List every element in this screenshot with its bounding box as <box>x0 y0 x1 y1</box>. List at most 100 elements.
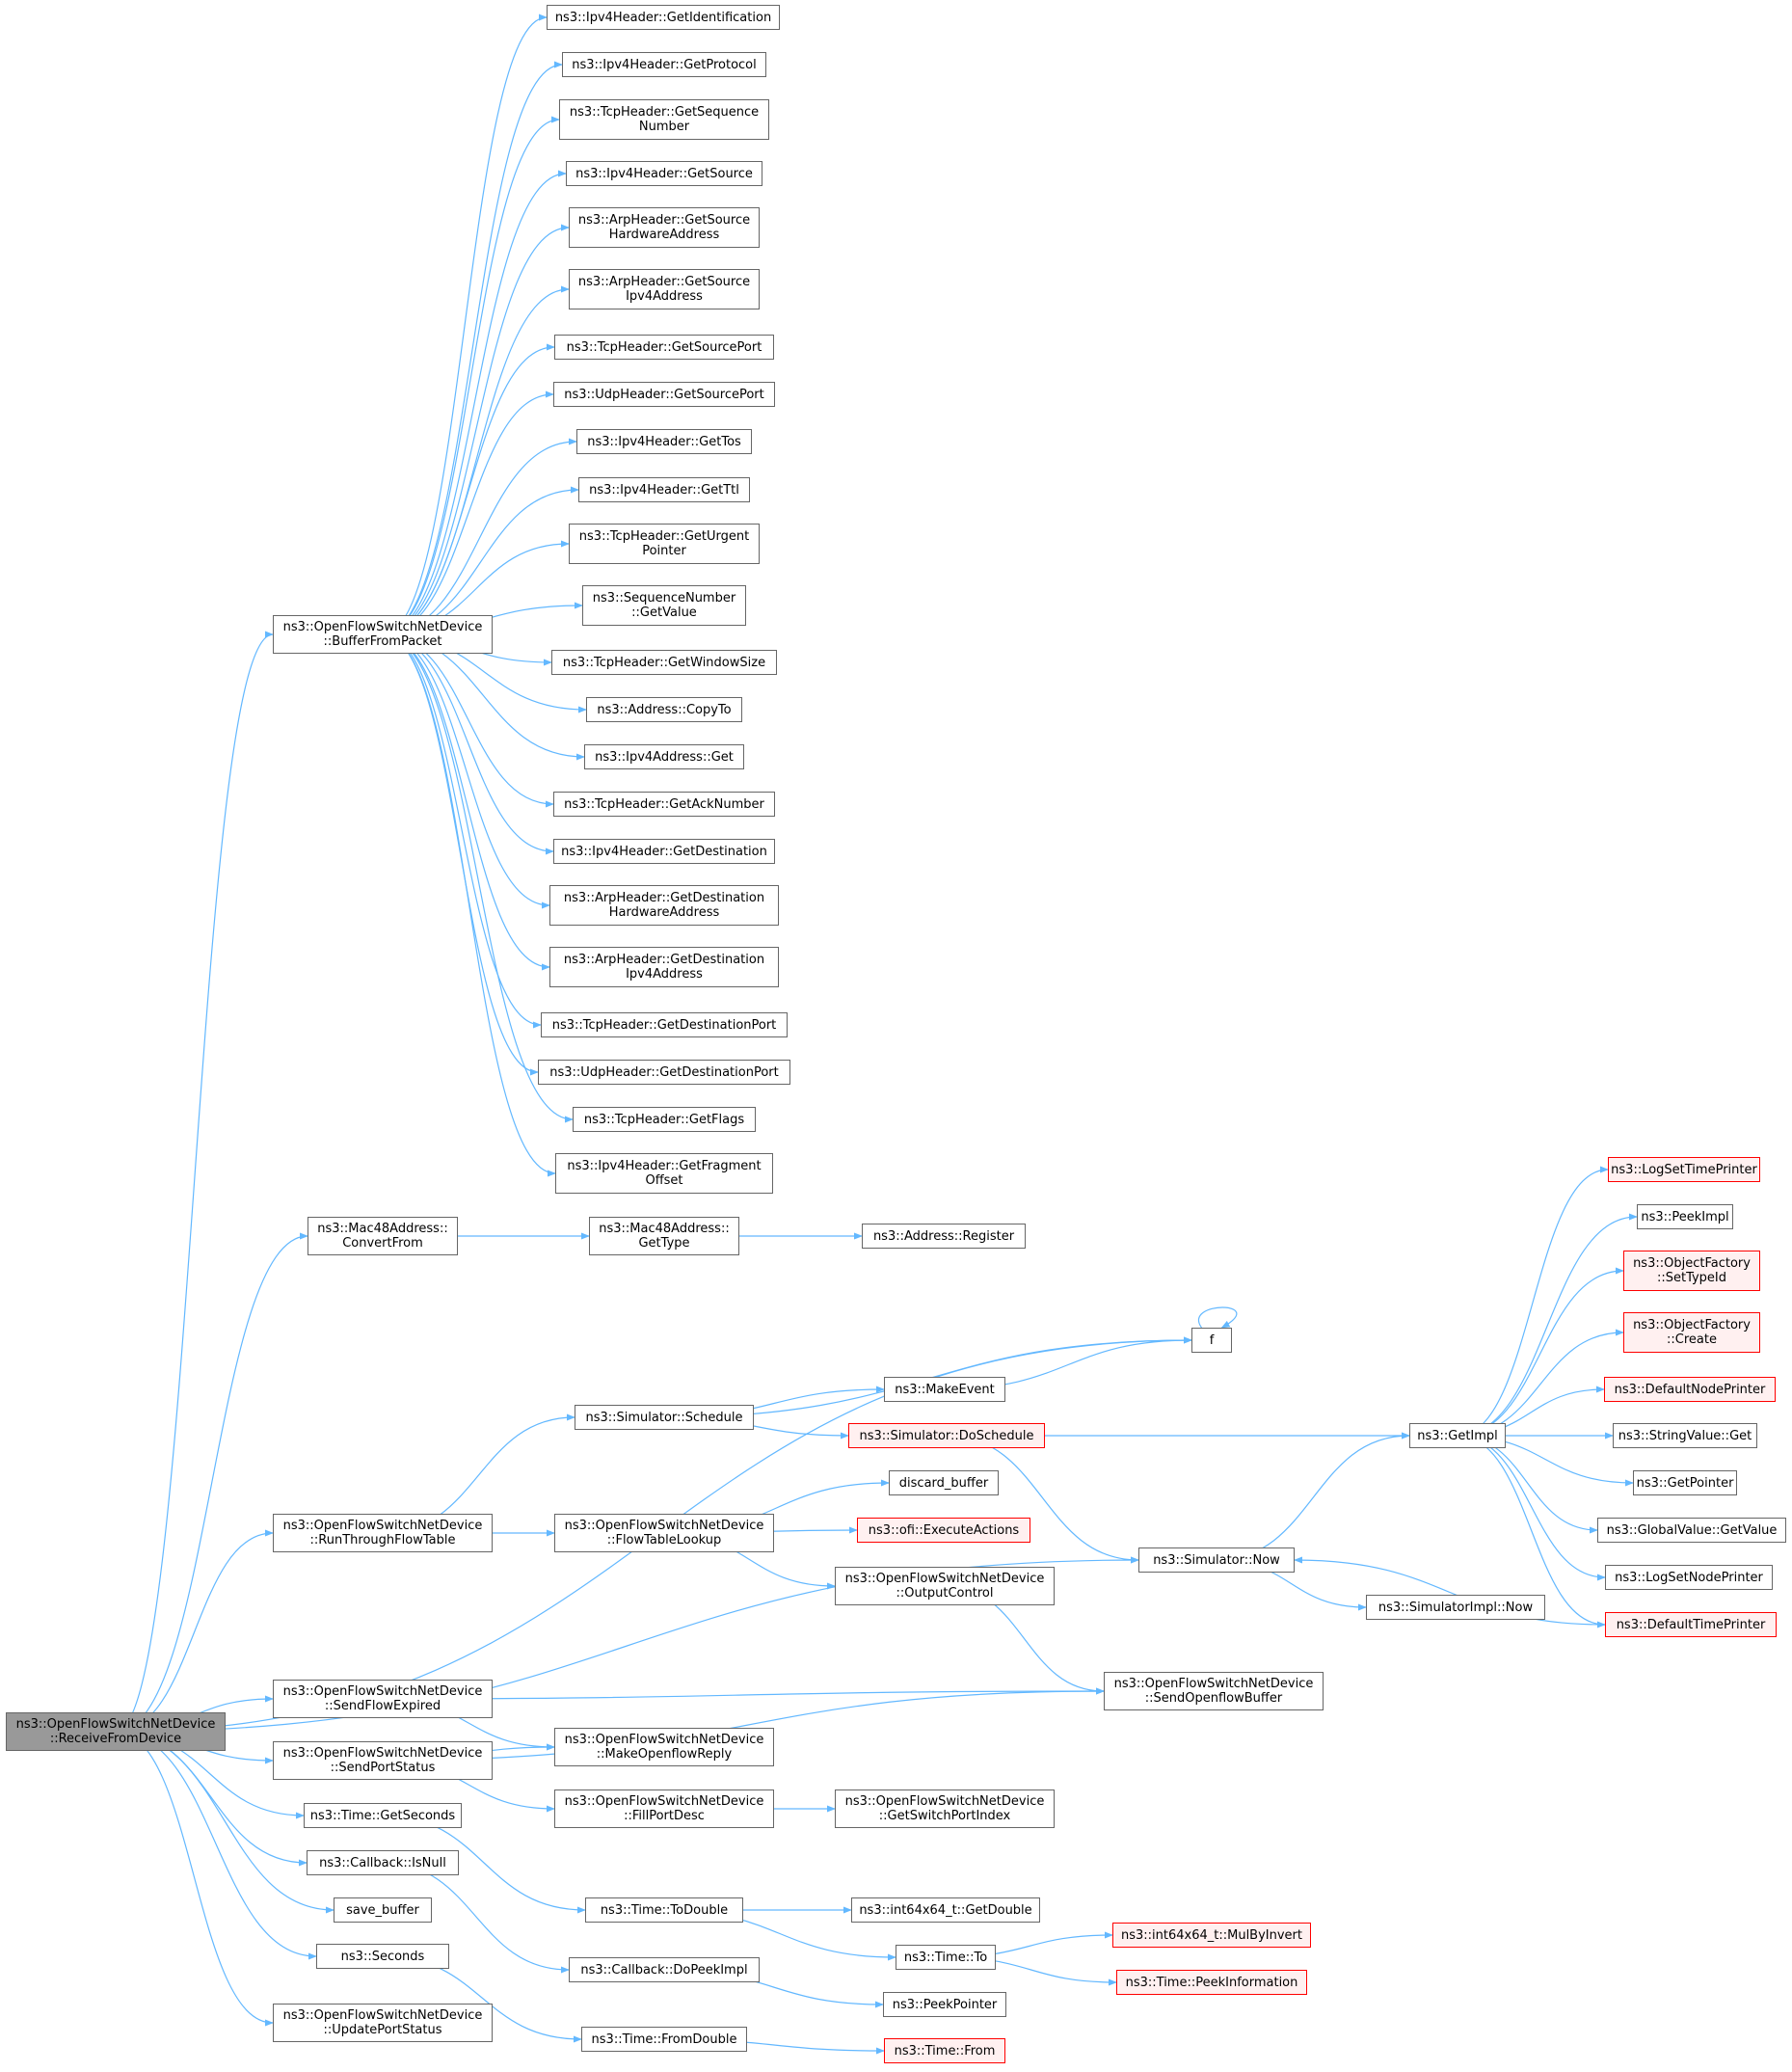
graph-node-discard[interactable]: discard_buffer <box>889 1470 999 1495</box>
graph-node-peekinfo[interactable]: ns3::Time::PeekInformation <box>1116 1970 1307 1995</box>
graph-node-label: ns3::OpenFlowSwitchNetDevice <box>282 1746 483 1761</box>
graph-node-ofcreate[interactable]: ns3::ObjectFactory::Create <box>1623 1312 1760 1353</box>
graph-node-seconds[interactable]: ns3::Seconds <box>316 1944 449 1969</box>
graph-node-ofsettype[interactable]: ns3::ObjectFactory::SetTypeId <box>1623 1251 1760 1291</box>
graph-node-timefrom[interactable]: ns3::Time::From <box>884 2038 1005 2063</box>
graph-node-logsetnp[interactable]: ns3::LogSetNodePrinter <box>1605 1565 1773 1590</box>
graph-node-label: ns3::TcpHeader::GetDestinationPort <box>551 1017 777 1033</box>
graph-node-sendofb[interactable]: ns3::OpenFlowSwitchNetDevice::SendOpenfl… <box>1104 1672 1324 1710</box>
graph-node-gettype[interactable]: ns3::Mac48Address::GetType <box>589 1217 739 1255</box>
call-edge-bfp-to-gettos <box>382 438 577 635</box>
graph-node-gettos[interactable]: ns3::Ipv4Header::GetTos <box>576 429 752 454</box>
graph-node-isnull[interactable]: ns3::Callback::IsNull <box>307 1850 459 1875</box>
graph-node-schedule[interactable]: ns3::Simulator::Schedule <box>575 1405 754 1430</box>
graph-node-label: ns3::TcpHeader::GetUrgent <box>578 529 750 544</box>
graph-node-convfrom[interactable]: ns3::Mac48Address::ConvertFrom <box>308 1217 458 1255</box>
graph-node-label: ns3::Time::FromDouble <box>591 2032 737 2047</box>
graph-node-label: ::SendFlowExpired <box>324 1699 441 1713</box>
graph-node-sendps[interactable]: ns3::OpenFlowSwitchNetDevice::SendPortSt… <box>273 1741 493 1780</box>
graph-node-fromdouble[interactable]: ns3::Time::FromDouble <box>581 2027 747 2052</box>
graph-node-sendfe[interactable]: ns3::OpenFlowSwitchNetDevice::SendFlowEx… <box>273 1680 493 1718</box>
graph-node-label: ns3::OpenFlowSwitchNetDevice <box>282 2008 483 2023</box>
graph-node-udpsrcport[interactable]: ns3::UdpHeader::GetSourcePort <box>553 382 775 407</box>
graph-node-label: ns3::Callback::DoPeekImpl <box>580 1962 748 1978</box>
graph-node-label: ::GetValue <box>631 605 697 620</box>
graph-node-todouble[interactable]: ns3::Time::ToDouble <box>585 1897 743 1923</box>
graph-node-label: ::BufferFromPacket <box>323 634 442 649</box>
graph-node-label: ns3::int64x64_t::MulByInvert <box>1120 1927 1302 1943</box>
graph-node-updps[interactable]: ns3::OpenFlowSwitchNetDevice::UpdatePort… <box>273 2004 493 2042</box>
graph-node-ftl[interactable]: ns3::OpenFlowSwitchNetDevice::FlowTableL… <box>554 1514 774 1552</box>
graph-node-bfp[interactable]: ns3::OpenFlowSwitchNetDevice::BufferFrom… <box>273 615 493 654</box>
graph-node-label: ns3::TcpHeader::GetWindowSize <box>562 655 766 670</box>
graph-node-outctrl[interactable]: ns3::OpenFlowSwitchNetDevice::OutputCont… <box>835 1567 1055 1605</box>
graph-node-peekimpl[interactable]: ns3::PeekImpl <box>1637 1204 1733 1229</box>
graph-node-implnow[interactable]: ns3::SimulatorImpl::Now <box>1366 1595 1545 1620</box>
graph-node-defnodep[interactable]: ns3::DefaultNodePrinter <box>1604 1377 1776 1402</box>
graph-node-makereply[interactable]: ns3::OpenFlowSwitchNetDevice::MakeOpenfl… <box>554 1728 774 1766</box>
graph-node-getflags[interactable]: ns3::TcpHeader::GetFlags <box>573 1107 756 1132</box>
graph-node-udpdstport[interactable]: ns3::UdpHeader::GetDestinationPort <box>538 1060 790 1085</box>
graph-node-makeevent[interactable]: ns3::MakeEvent <box>884 1377 1005 1402</box>
graph-node-label: ns3::MakeEvent <box>895 1382 995 1397</box>
graph-node-label: ns3::OpenFlowSwitchNetDevice <box>282 1519 483 1533</box>
graph-node-label: ns3::SequenceNumber <box>592 591 736 605</box>
graph-node-getttl[interactable]: ns3::Ipv4Header::GetTtl <box>578 477 750 502</box>
graph-node-execact[interactable]: ns3::ofi::ExecuteActions <box>857 1518 1030 1543</box>
graph-node-label: ns3::TcpHeader::GetSourcePort <box>566 339 762 355</box>
graph-node-getpointer[interactable]: ns3::GetPointer <box>1633 1470 1737 1495</box>
graph-node-tcpsrcport[interactable]: ns3::TcpHeader::GetSourcePort <box>554 335 774 360</box>
graph-node-seqval[interactable]: ns3::SequenceNumber::GetValue <box>582 585 746 626</box>
call-edge-bfp-to-udpsrcport <box>382 390 554 635</box>
graph-node-getspi[interactable]: ns3::OpenFlowSwitchNetDevice::GetSwitchP… <box>835 1789 1055 1828</box>
graph-node-label: Ipv4Address <box>626 967 703 982</box>
graph-node-dopeek[interactable]: ns3::Callback::DoPeekImpl <box>569 1957 760 1982</box>
graph-node-label: ns3::Address::CopyTo <box>597 702 732 717</box>
graph-node-simnow[interactable]: ns3::Simulator::Now <box>1138 1547 1295 1573</box>
graph-node-getimpl[interactable]: ns3::GetImpl <box>1409 1423 1506 1448</box>
graph-node-getdouble[interactable]: ns3::int64x64_t::GetDouble <box>851 1897 1040 1923</box>
graph-node-doschedule[interactable]: ns3::Simulator::DoSchedule <box>848 1423 1045 1448</box>
graph-node-label: ns3::Callback::IsNull <box>319 1855 446 1870</box>
graph-node-getsec[interactable]: ns3::Time::GetSeconds <box>304 1803 462 1828</box>
graph-node-label: ns3::OpenFlowSwitchNetDevice <box>844 1794 1045 1809</box>
graph-node-getproto[interactable]: ns3::Ipv4Header::GetProtocol <box>562 52 766 77</box>
graph-node-rtft[interactable]: ns3::OpenFlowSwitchNetDevice::RunThrough… <box>273 1514 493 1552</box>
graph-node-f[interactable]: f <box>1191 1328 1232 1353</box>
graph-node-label: ::Create <box>1667 1332 1717 1347</box>
graph-node-label: Ipv4Address <box>626 289 703 304</box>
graph-node-getid[interactable]: ns3::Ipv4Header::GetIdentification <box>547 5 780 30</box>
call-edge-bfp-to-getsrc <box>382 170 567 635</box>
graph-node-gvgetval[interactable]: ns3::GlobalValue::GetValue <box>1597 1518 1786 1543</box>
call-edge-bfp-to-getproto <box>382 61 563 635</box>
graph-node-label: ns3::Ipv4Header::GetIdentification <box>554 10 772 25</box>
graph-node-getsrc[interactable]: ns3::Ipv4Header::GetSource <box>566 161 762 186</box>
graph-node-tcpdstport[interactable]: ns3::TcpHeader::GetDestinationPort <box>541 1012 788 1037</box>
graph-node-label: ns3::Time::ToDouble <box>600 1902 729 1918</box>
graph-node-register[interactable]: ns3::Address::Register <box>862 1224 1026 1249</box>
graph-node-logsettp[interactable]: ns3::LogSetTimePrinter <box>1608 1157 1760 1182</box>
graph-node-label: ::MakeOpenflowReply <box>596 1747 733 1762</box>
graph-node-getdest[interactable]: ns3::Ipv4Header::GetDestination <box>553 839 775 864</box>
graph-node-peekptr[interactable]: ns3::PeekPointer <box>883 1992 1006 2017</box>
graph-node-mulbyinv[interactable]: ns3::int64x64_t::MulByInvert <box>1112 1923 1311 1948</box>
graph-node-strvalget[interactable]: ns3::StringValue::Get <box>1613 1423 1757 1448</box>
graph-node-timeto[interactable]: ns3::Time::To <box>896 1945 996 1970</box>
graph-node-copyto[interactable]: ns3::Address::CopyTo <box>586 697 742 722</box>
graph-node-ipv4get[interactable]: ns3::Ipv4Address::Get <box>584 744 744 769</box>
graph-node-fillpd[interactable]: ns3::OpenFlowSwitchNetDevice::FillPortDe… <box>554 1789 774 1828</box>
graph-node-deftimep[interactable]: ns3::DefaultTimePrinter <box>1605 1612 1777 1637</box>
graph-node-acknum[interactable]: ns3::TcpHeader::GetAckNumber <box>553 792 775 817</box>
graph-node-winsize[interactable]: ns3::TcpHeader::GetWindowSize <box>551 650 777 675</box>
graph-node-label: ns3::GetPointer <box>1636 1475 1734 1491</box>
call-edge-bfp-to-fragoff <box>382 633 556 1177</box>
graph-node-savebuf[interactable]: save_buffer <box>334 1897 432 1923</box>
